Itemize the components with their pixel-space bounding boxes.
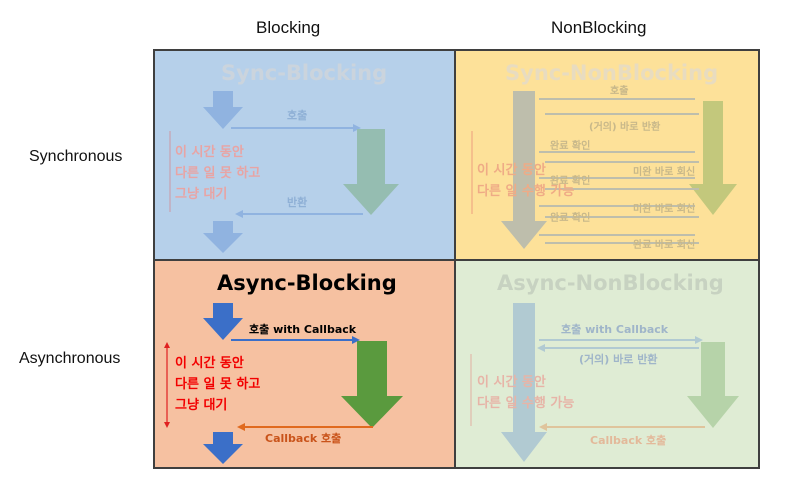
callee-green-arrow (687, 342, 739, 428)
async-blocking-callback-label: Callback 호출 (265, 432, 342, 445)
sync-nonblocking-work-line2: 다른 일 수행 가능 (477, 184, 575, 199)
quadrant-async-nonblocking: Async-NonBlocking 호출 with Callback (거의) … (455, 260, 760, 469)
quadrant-sync-blocking: Sync-Blocking 호출 이 시간 동안 다른 일 못 하고 그냥 대기… (153, 49, 455, 260)
caller-end-arrow (203, 432, 243, 464)
async-blocking-call-label: 호출 with Callback (249, 323, 357, 336)
row-header-asynchronous: Asynchronous (19, 350, 121, 367)
async-nonblocking-call-label: 호출 with Callback (561, 323, 669, 336)
async-blocking-wait-line1: 이 시간 동안 (175, 356, 244, 371)
async-nonblocking-near-return-label: (거의) 바로 반환 (579, 353, 658, 366)
async-blocking-wait-line2: 다른 일 못 하고 (175, 377, 261, 392)
column-header-nonblocking: NonBlocking (551, 18, 647, 37)
sync-nonblocking-near-return-label: (거의) 바로 반환 (589, 122, 661, 133)
caller-long-arrow (501, 303, 547, 462)
callee-green-arrow (689, 101, 737, 215)
sync-nonblocking-work-line1: 이 시간 동안 (477, 163, 546, 178)
sync-nonblocking-reply1: 미완 바로 회신 (633, 167, 696, 178)
caller-start-arrow (203, 91, 243, 129)
quadrant-sync-nonblocking: Sync-NonBlocking 호출 (거의) 바로 반환 완료 확인 미완 … (455, 49, 760, 260)
sync-nonblocking-check1: 완료 확인 (550, 141, 591, 152)
callee-green-arrow (341, 341, 403, 428)
async-blocking-wait-line3: 그냥 대기 (175, 398, 228, 413)
grid-horizontal-divider (153, 259, 760, 261)
column-header-blocking: Blocking (256, 18, 321, 37)
sync-nonblocking-reply2: 미완 바로 회신 (633, 204, 696, 215)
sync-blocking-wait-line1: 이 시간 동안 (175, 145, 244, 160)
sync-blocking-wait-line3: 그냥 대기 (175, 187, 228, 202)
caller-long-arrow (501, 91, 547, 249)
sync-nonblocking-check2: 완료 확인 (550, 176, 591, 187)
async-blocking-diagram (164, 303, 403, 464)
sync-blocking-wait-line2: 다른 일 못 하고 (175, 166, 261, 181)
sync-nonblocking-title: Sync-NonBlocking (505, 61, 719, 85)
sync-blocking-return-label: 반환 (287, 196, 308, 209)
sync-blocking-title: Sync-Blocking (221, 61, 388, 85)
sync-nonblocking-call-label: 호출 (610, 86, 629, 97)
async-nonblocking-work-line1: 이 시간 동안 (477, 375, 546, 390)
sync-nonblocking-reply3: 완료 바로 회신 (633, 240, 696, 251)
sync-blocking-call-label: 호출 (287, 109, 308, 122)
caller-end-arrow (203, 221, 243, 253)
quadrant-async-blocking: Async-Blocking 호출 with Callback 이 시간 동안 … (153, 260, 455, 469)
async-nonblocking-title: Async-NonBlocking (497, 271, 724, 295)
sync-nonblocking-check3: 완료 확인 (550, 213, 591, 224)
row-header-synchronous: Synchronous (29, 148, 123, 165)
async-nonblocking-diagram (470, 303, 739, 462)
sync-blocking-diagram (169, 91, 399, 253)
async-blocking-title: Async-Blocking (217, 271, 397, 295)
sync-nonblocking-diagram (471, 91, 737, 249)
matrix-grid: Sync-Blocking 호출 이 시간 동안 다른 일 못 하고 그냥 대기… (153, 49, 760, 469)
callee-green-arrow (343, 129, 399, 215)
async-nonblocking-callback-label: Callback 호출 (590, 434, 667, 447)
caller-start-arrow (203, 303, 243, 340)
async-nonblocking-work-line2: 다른 일 수행 가능 (477, 396, 575, 411)
